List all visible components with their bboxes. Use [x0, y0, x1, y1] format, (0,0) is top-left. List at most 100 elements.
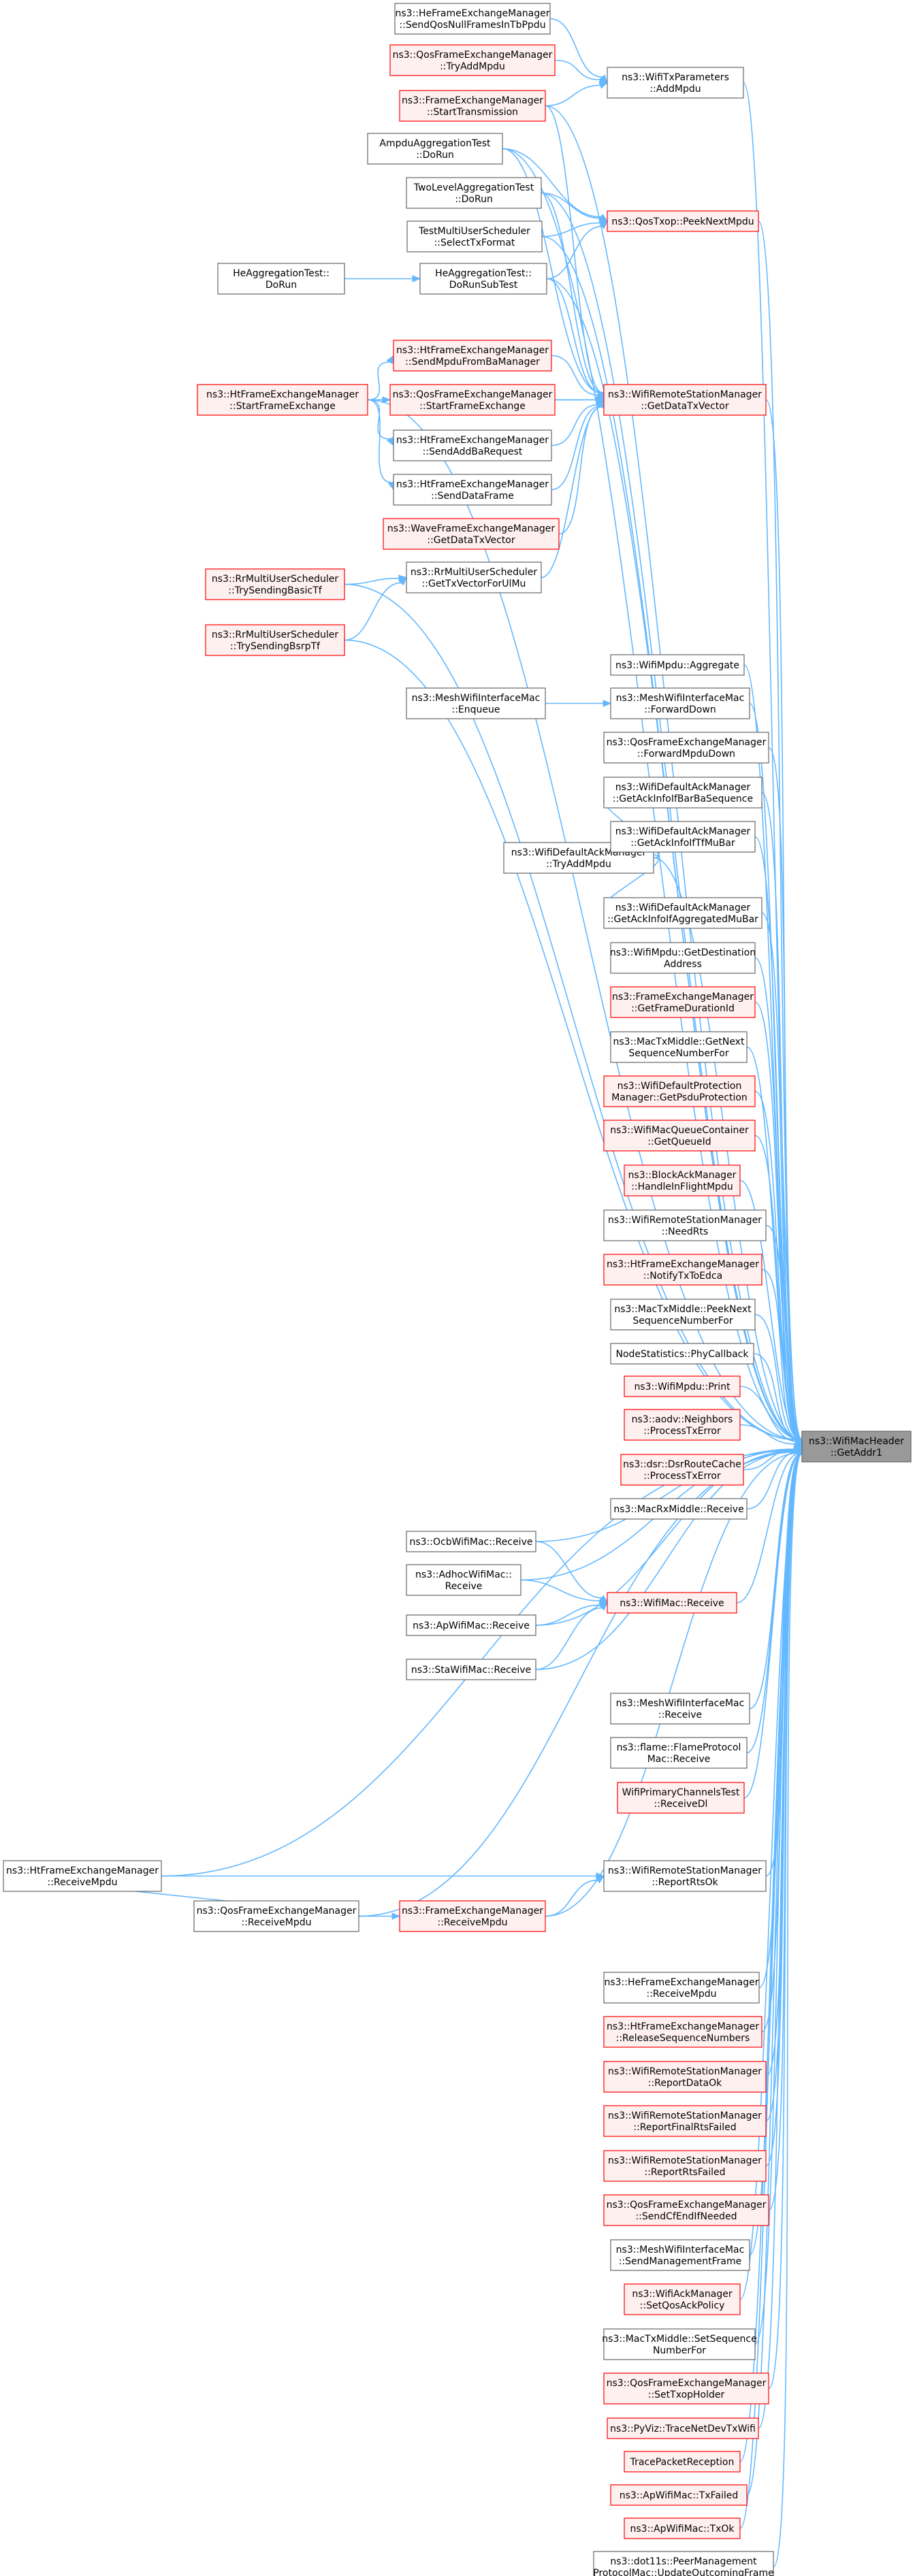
node-box[interactable]	[610, 821, 756, 853]
node-box[interactable]	[610, 2484, 748, 2506]
node-he-fem-send-qos-null[interactable]: ns3::HeFrameExchangeManager::SendQosNull…	[394, 3, 551, 35]
node-aodv-neighbors-process-tx-error[interactable]: ns3::aodv::Neighbors::ProcessTxError	[624, 1409, 741, 1441]
node-wifi-mpdu-print[interactable]: ns3::WifiMpdu::Print	[624, 1375, 741, 1397]
node-box[interactable]	[610, 1498, 748, 1520]
node-box[interactable]	[624, 2283, 741, 2315]
node-box[interactable]	[624, 1409, 741, 1441]
node-box[interactable]	[406, 1531, 536, 1552]
node-ap-wifi-mac-tx-ok[interactable]: ns3::ApWifiMac::TxOk	[624, 2517, 741, 2539]
node-qos-txop-peek-next-mpdu[interactable]: ns3::QosTxop::PeekNextMpdu	[607, 210, 759, 232]
node-box[interactable]	[624, 2517, 741, 2539]
node-box[interactable]	[610, 1031, 748, 1063]
node-box[interactable]	[610, 942, 756, 974]
node-ocb-wifi-mac-receive[interactable]: ns3::OcbWifiMac::Receive	[406, 1531, 536, 1552]
node-ht-fem-release-seq-numbers[interactable]: ns3::HtFrameExchangeManager::ReleaseSequ…	[603, 2016, 762, 2048]
node-fem-start-transmission[interactable]: ns3::FrameExchangeManager::StartTransmis…	[399, 90, 546, 122]
node-trace-packet-reception[interactable]: TracePacketReception	[624, 2451, 741, 2473]
node-wdam-get-ack-info-bar-ba[interactable]: ns3::WifiDefaultAckManager::GetAckInfoIf…	[603, 777, 762, 809]
node-box[interactable]	[610, 1693, 750, 1725]
node-mesh-wifi-if-receive[interactable]: ns3::MeshWifiInterfaceMac::Receive	[610, 1693, 750, 1725]
node-box[interactable]	[367, 133, 503, 165]
node-box[interactable]	[399, 1900, 546, 1932]
node-box[interactable]	[603, 1860, 767, 1892]
node-box[interactable]	[801, 1431, 912, 1463]
node-box[interactable]	[610, 986, 756, 1018]
node-box[interactable]	[406, 1564, 521, 1596]
node-box[interactable]	[399, 90, 546, 122]
node-ampdu-agg-test-do-run[interactable]: AmpduAggregationTest::DoRun	[367, 133, 503, 165]
node-box[interactable]	[603, 384, 767, 416]
node-box[interactable]	[603, 1075, 756, 1107]
node-dot11s-peer-mgmt-update-outgoing[interactable]: ns3::dot11s::PeerManagementProtocolMac::…	[593, 2551, 774, 2576]
node-box[interactable]	[593, 2551, 774, 2576]
node-box[interactable]	[406, 1659, 536, 1680]
node-box[interactable]	[603, 2194, 769, 2226]
node-box[interactable]	[603, 2016, 762, 2048]
node-wifi-tx-params-add-mpdu[interactable]: ns3::WifiTxParameters::AddMpdu	[607, 67, 744, 99]
node-py-viz-trace-net-dev-tx-wifi[interactable]: ns3::PyViz::TraceNetDevTxWifi	[607, 2417, 759, 2439]
node-he-agg-test-do-run[interactable]: HeAggregationTest::DoRun	[217, 263, 345, 295]
node-box[interactable]	[603, 2061, 767, 2093]
node-two-level-agg-test-do-run[interactable]: TwoLevelAggregationTest::DoRun	[406, 177, 542, 209]
node-box[interactable]	[607, 1592, 737, 1614]
node-rr-mus-get-tx-vector-for-ul-mu[interactable]: ns3::RrMultiUserScheduler::GetTxVectorFo…	[406, 561, 542, 593]
node-rr-mus-try-sending-basic-tf[interactable]: ns3::RrMultiUserScheduler::TrySendingBas…	[205, 568, 345, 600]
node-box[interactable]	[3, 1860, 162, 1892]
node-ht-fem-send-data-frame[interactable]: ns3::HtFrameExchangeManager::SendDataFra…	[393, 474, 552, 506]
node-wam-set-qos-ack-policy[interactable]: ns3::WifiAckManager::SetQosAckPolicy	[624, 2283, 741, 2315]
node-dsr-route-cache-process-tx-error[interactable]: ns3::dsr::DsrRouteCache::ProcessTxError	[620, 1454, 744, 1486]
node-wave-fem-get-data-tx-vector[interactable]: ns3::WaveFrameExchangeManager::GetDataTx…	[383, 518, 560, 550]
node-box[interactable]	[394, 3, 551, 35]
node-mesh-wifi-if-send-mgmt-frame[interactable]: ns3::MeshWifiInterfaceMac::SendManagemen…	[610, 2239, 750, 2271]
node-node-stats-phy-callback[interactable]: NodeStatistics::PhyCallback	[610, 1343, 754, 1365]
node-test-multi-user-select-tx-format[interactable]: TestMultiUserScheduler::SelectTxFormat	[406, 221, 543, 252]
node-box[interactable]	[406, 561, 542, 593]
node-box[interactable]	[610, 1299, 756, 1331]
node-wrsm-need-rts[interactable]: ns3::WifiRemoteStationManager::NeedRts	[603, 1209, 767, 1241]
node-box[interactable]	[393, 474, 552, 506]
node-wrsm-get-data-tx-vector[interactable]: ns3::WifiRemoteStationManager::GetDataTx…	[603, 384, 767, 416]
node-ap-wifi-mac-receive[interactable]: ns3::ApWifiMac::Receive	[406, 1614, 536, 1636]
node-box[interactable]	[389, 44, 556, 76]
node-wrsm-report-final-rts-failed[interactable]: ns3::WifiRemoteStationManager::ReportFin…	[603, 2105, 767, 2137]
node-box[interactable]	[406, 177, 542, 209]
node-box[interactable]	[419, 263, 547, 295]
node-mesh-wifi-if-forward-down[interactable]: ns3::MeshWifiInterfaceMac::ForwardDown	[610, 687, 750, 719]
node-wdpm-get-psdu-protection[interactable]: ns3::WifiDefaultProtectionManager::GetPs…	[603, 1075, 756, 1107]
node-box[interactable]	[217, 263, 345, 295]
node-box[interactable]	[620, 1454, 744, 1486]
node-wmqc-get-queue-id[interactable]: ns3::WifiMacQueueContainer::GetQueueId	[603, 1120, 756, 1152]
node-box[interactable]	[610, 1737, 748, 1769]
node-box[interactable]	[193, 1900, 359, 1932]
node-box[interactable]	[389, 384, 556, 416]
node-qos-fem-forward-mpdu-down[interactable]: ns3::QosFrameExchangeManager::ForwardMpd…	[603, 732, 769, 764]
node-box[interactable]	[610, 687, 750, 719]
node-box[interactable]	[603, 2328, 756, 2360]
node-ap-wifi-mac-tx-failed[interactable]: ns3::ApWifiMac::TxFailed	[610, 2484, 748, 2506]
node-box[interactable]	[603, 1972, 760, 2004]
node-qos-fem-start-frame-exchange[interactable]: ns3::QosFrameExchangeManager::StartFrame…	[389, 384, 556, 416]
node-wrsm-report-data-ok[interactable]: ns3::WifiRemoteStationManager::ReportDat…	[603, 2061, 767, 2093]
node-box[interactable]	[610, 2239, 750, 2271]
node-box[interactable]	[624, 2451, 741, 2473]
node-box[interactable]	[406, 1614, 536, 1636]
node-box[interactable]	[603, 1120, 756, 1152]
node-ht-fem-receive-mpdu[interactable]: ns3::HtFrameExchangeManager::ReceiveMpdu	[3, 1860, 162, 1892]
node-box[interactable]	[603, 2373, 769, 2404]
node-box[interactable]	[406, 687, 546, 719]
node-box[interactable]	[617, 1782, 745, 1814]
node-wifi-mac-receive[interactable]: ns3::WifiMac::Receive	[607, 1592, 737, 1614]
node-box[interactable]	[603, 2150, 767, 2182]
node-ht-fem-notify-tx-to-edca[interactable]: ns3::HtFrameExchangeManager::NotifyTxToE…	[603, 1254, 762, 1286]
node-box[interactable]	[205, 624, 345, 656]
node-sta-wifi-mac-receive[interactable]: ns3::StaWifiMac::Receive	[406, 1659, 536, 1680]
node-box[interactable]	[624, 1375, 741, 1397]
node-ht-fem-send-add-ba-request[interactable]: ns3::HtFrameExchangeManager::SendAddBaRe…	[393, 429, 552, 461]
node-box[interactable]	[607, 67, 744, 99]
node-box[interactable]	[197, 384, 368, 416]
node-box[interactable]	[603, 2105, 767, 2137]
node-box[interactable]	[603, 1209, 767, 1241]
node-box[interactable]	[383, 518, 560, 550]
